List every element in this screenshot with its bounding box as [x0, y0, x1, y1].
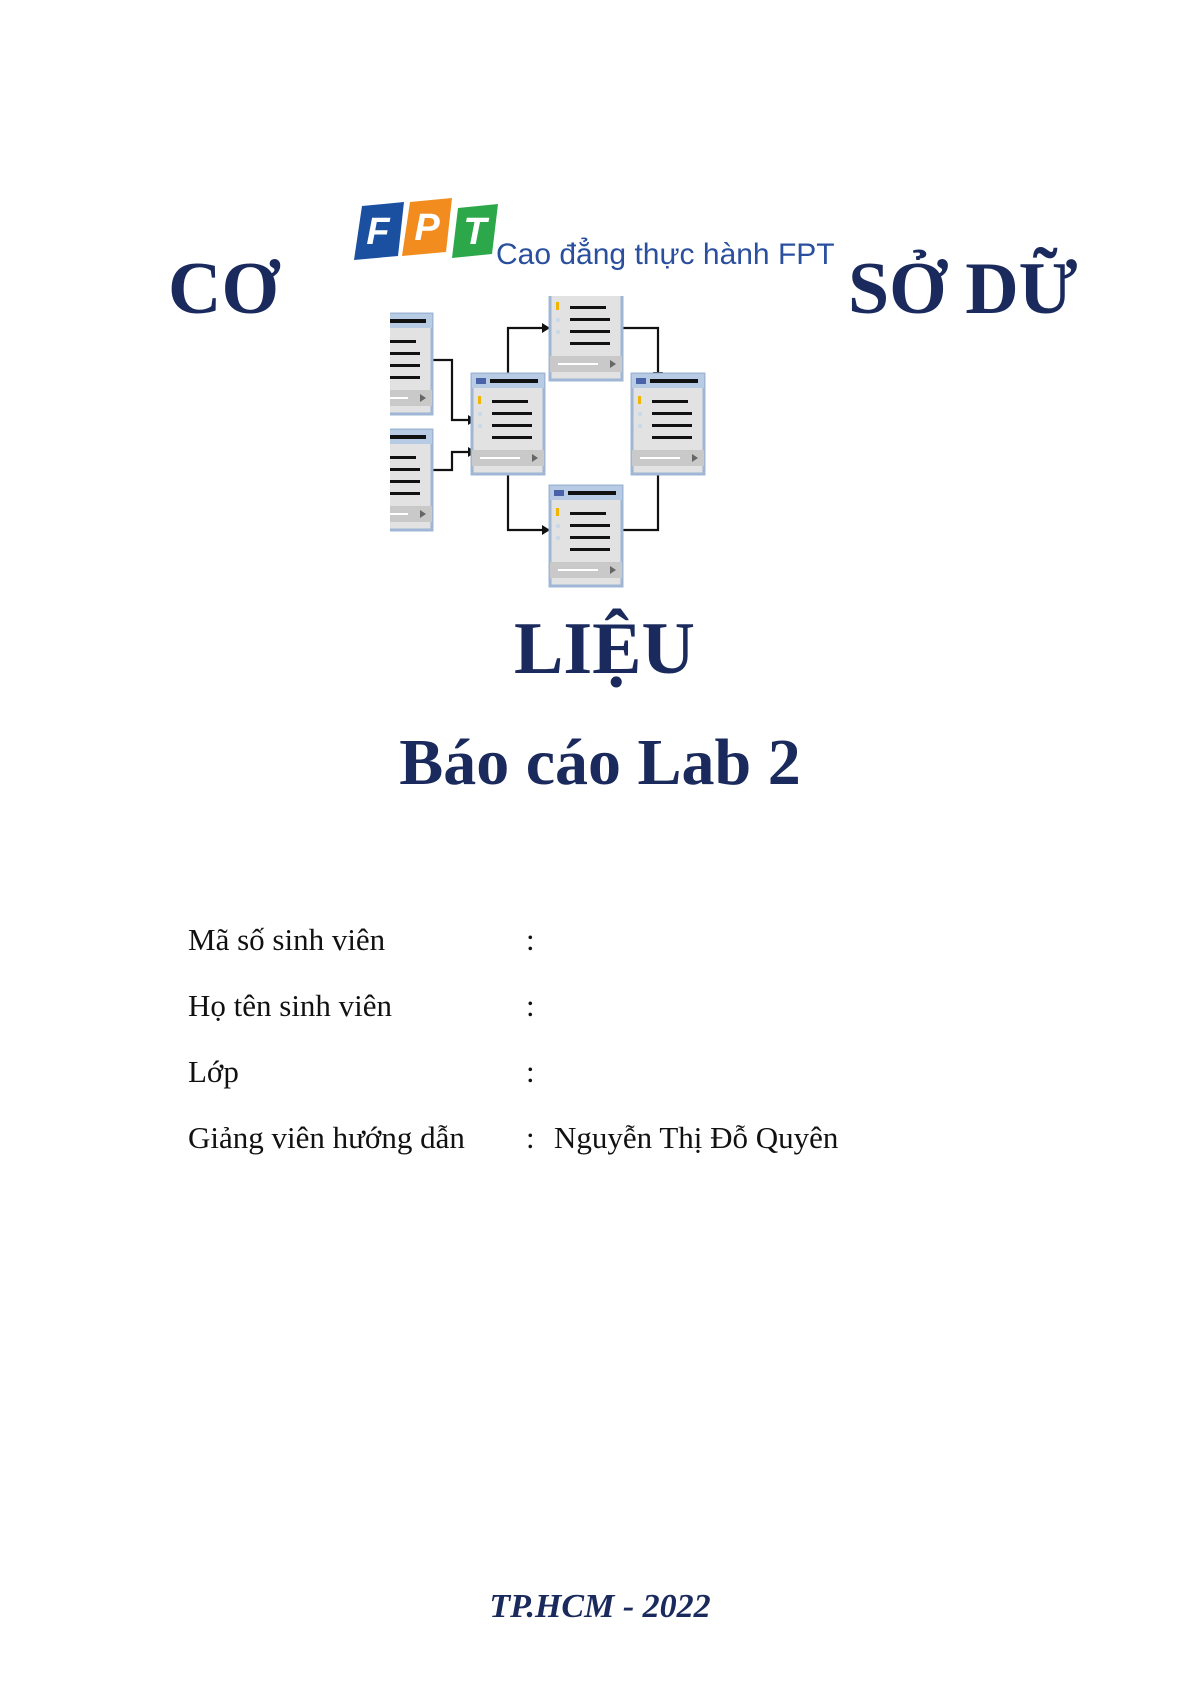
- info-colon: :: [526, 988, 535, 1023]
- logo-letter-t-tile: T: [452, 204, 498, 258]
- info-label: Lớp: [188, 1054, 239, 1089]
- db-table-6: [548, 484, 624, 588]
- info-colon: :: [526, 1120, 535, 1155]
- info-label: Giảng viên hướng dẫn: [188, 1120, 465, 1155]
- logo-letter-f: F: [366, 211, 391, 253]
- logo-letter-p: P: [414, 207, 440, 249]
- db-table-4: [548, 296, 624, 382]
- title-word-lieu: LIỆU: [514, 608, 695, 690]
- relationship-lines: [432, 326, 660, 532]
- logo-letter-f-tile: F: [354, 202, 404, 260]
- info-label: Mã số sinh viên: [188, 922, 386, 957]
- database-schema-diagram-icon: [390, 296, 706, 588]
- db-table-5: [630, 372, 706, 476]
- fpt-logo: F P T: [354, 198, 498, 260]
- report-subtitle: Báo cáo Lab 2: [399, 726, 801, 799]
- title-word-co: CƠ: [168, 248, 279, 330]
- info-value: Nguyễn Thị Đỗ Quyên: [554, 1120, 839, 1155]
- footer-location-year: TP.HCM - 2022: [489, 1588, 711, 1625]
- db-table-1: [390, 312, 434, 416]
- info-colon: :: [526, 1054, 535, 1089]
- db-table-3: [470, 372, 546, 476]
- logo-letter-p-tile: P: [402, 198, 452, 256]
- title-word-so-du: SỞ DỮ: [848, 248, 1078, 330]
- db-table-2: [390, 428, 434, 532]
- info-colon: :: [526, 922, 535, 957]
- logo-letter-t: T: [463, 211, 489, 253]
- logo-caption: Cao đẳng thực hành FPT: [496, 238, 835, 271]
- info-label: Họ tên sinh viên: [188, 988, 393, 1023]
